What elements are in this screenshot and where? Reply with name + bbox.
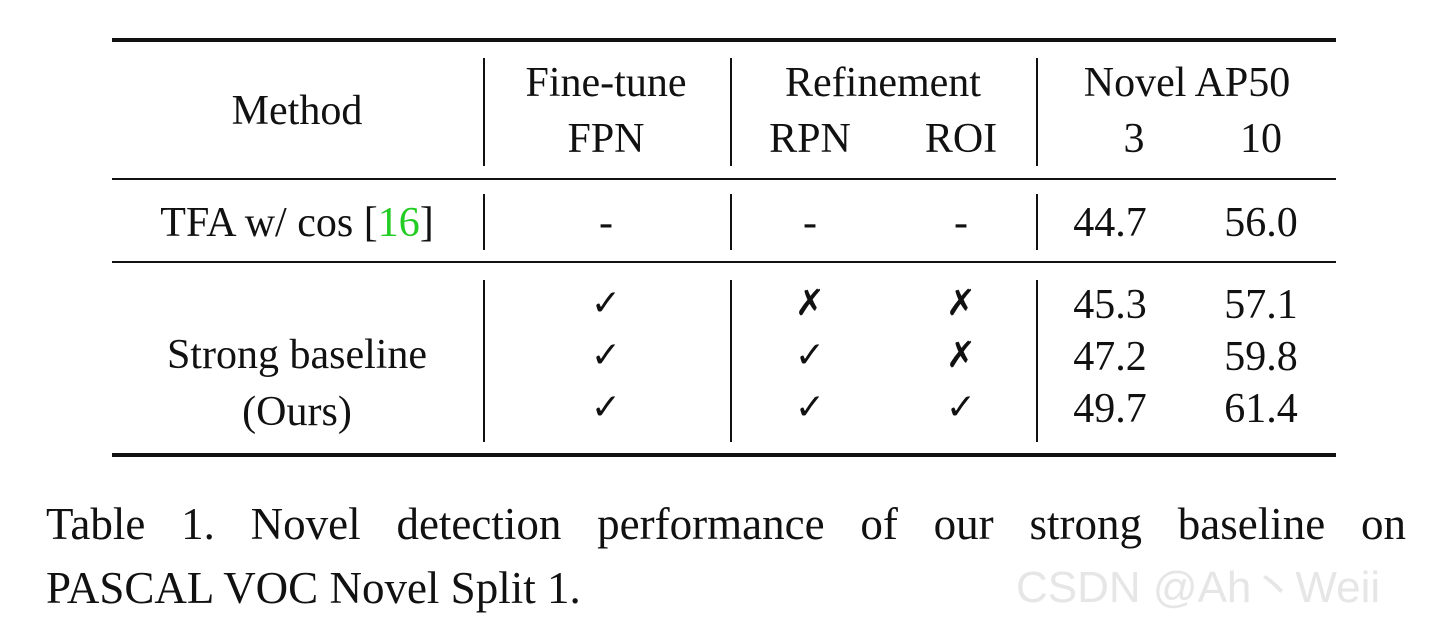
header-method: Method (231, 88, 363, 134)
row1-fpn-check-icon: ✓ (590, 283, 622, 324)
col-divider (730, 58, 732, 166)
tfa-ap10: 56.0 (1224, 200, 1298, 246)
col-divider (483, 58, 485, 166)
col-divider (1036, 194, 1038, 250)
table-caption-line2: PASCAL VOC Novel Split 1. (46, 563, 581, 613)
row3-rpn-check-icon: ✓ (794, 387, 826, 428)
mid-rule (112, 261, 1336, 263)
row2-roi-cross-icon: ✗ (945, 335, 977, 376)
row1-rpn-cross-icon: ✗ (794, 283, 826, 324)
col-divider (730, 280, 732, 442)
header-shot-10: 10 (1240, 116, 1282, 162)
ours-method-line1: Strong baseline (166, 332, 428, 378)
tfa-ap3: 44.7 (1073, 200, 1147, 246)
row3-fpn-check-icon: ✓ (590, 387, 622, 428)
tfa-fpn: - (599, 200, 613, 246)
tfa-rpn: - (803, 200, 817, 246)
header-novel-ap50: Novel AP50 (1083, 60, 1291, 106)
citation-link[interactable]: 16 (377, 200, 420, 246)
header-shot-3: 3 (1123, 116, 1145, 162)
col-divider (483, 194, 485, 250)
tfa-method: TFA w/ cos [16] (160, 202, 433, 244)
row3-roi-check-icon: ✓ (945, 387, 977, 428)
col-divider (1036, 280, 1038, 442)
row2-ap10: 59.8 (1224, 334, 1298, 380)
row2-ap3: 47.2 (1073, 334, 1147, 380)
tfa-roi: - (954, 200, 968, 246)
header-finetune: Fine-tune (525, 60, 687, 106)
col-divider (1036, 58, 1038, 166)
header-rule (112, 178, 1336, 180)
tfa-method-prefix: TFA w/ cos [ (160, 200, 378, 246)
row1-ap3: 45.3 (1073, 282, 1147, 328)
bottom-rule (112, 453, 1336, 457)
row3-ap3: 49.7 (1073, 386, 1147, 432)
header-fpn: FPN (567, 116, 645, 162)
watermark: CSDN @Ah丶Weii (1016, 563, 1381, 612)
col-divider (730, 194, 732, 250)
ours-method-line2: (Ours) (242, 389, 352, 435)
tfa-method-suffix: ] (419, 200, 434, 246)
row2-rpn-check-icon: ✓ (794, 335, 826, 376)
col-divider (483, 280, 485, 442)
top-rule (112, 38, 1336, 42)
table-caption-line1: Table 1. Novel detection performance of … (46, 499, 1406, 549)
header-rpn: RPN (769, 116, 851, 162)
header-refinement: Refinement (785, 60, 981, 106)
header-roi: ROI (924, 116, 998, 162)
row2-fpn-check-icon: ✓ (590, 335, 622, 376)
row3-ap10: 61.4 (1224, 386, 1298, 432)
row1-ap10: 57.1 (1224, 282, 1298, 328)
row1-roi-cross-icon: ✗ (945, 283, 977, 324)
